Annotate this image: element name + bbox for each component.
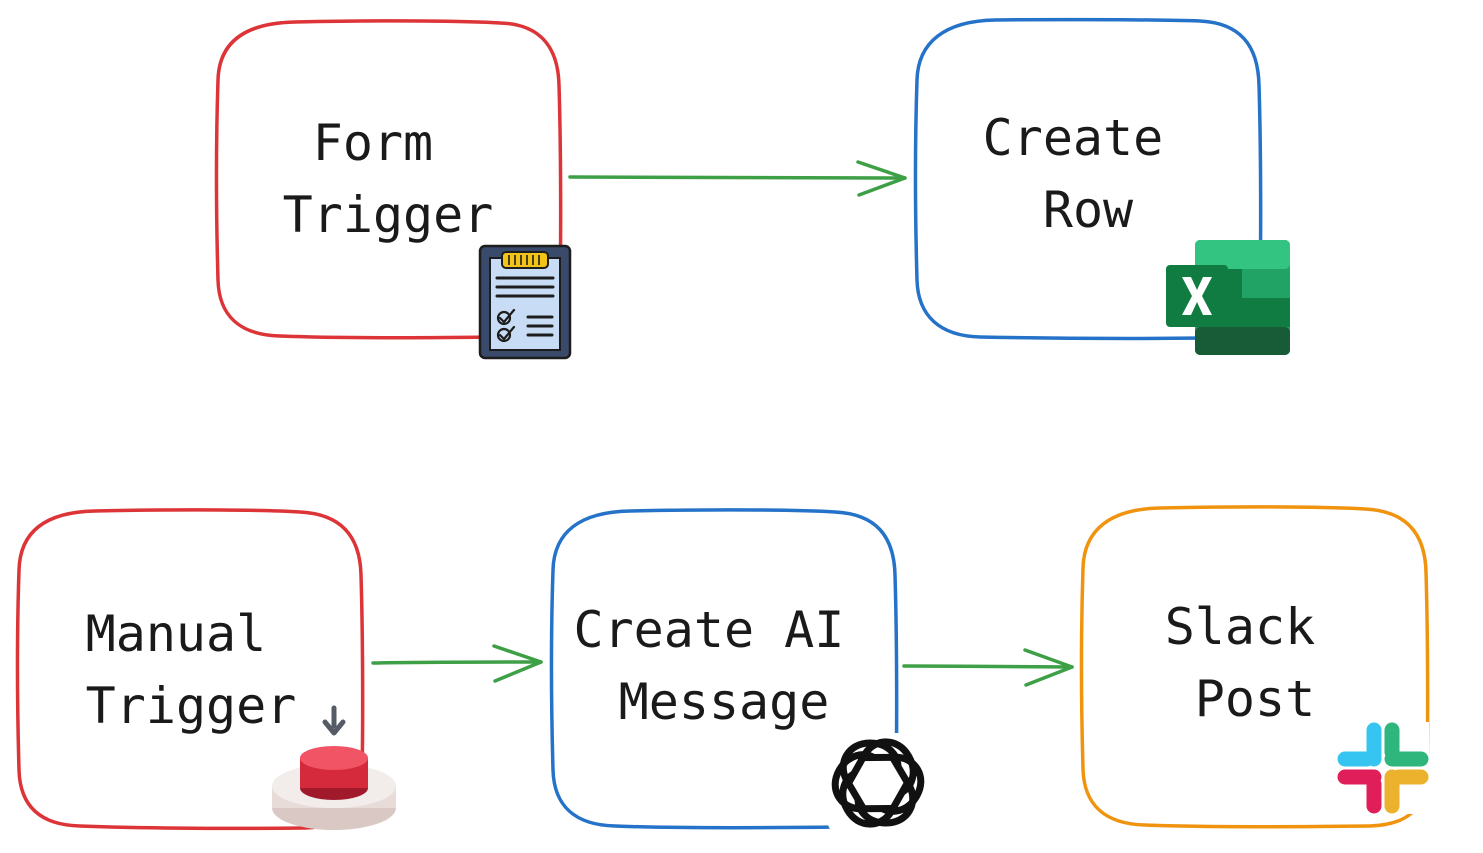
slack-icon [1337,722,1429,814]
node-label: Manual Trigger [86,605,297,735]
edge-manual-trigger-to-create-ai-message [371,644,543,683]
push-button-icon [272,705,396,830]
node-label-line: Manual [86,605,267,663]
edge-form-trigger-to-create-row [568,160,907,197]
node-create-ai-message[interactable]: Create AI Message [549,508,931,833]
node-label-line: Row [1043,181,1134,239]
node-label-line: Post [1195,670,1315,728]
node-label: Form Trigger [283,114,494,244]
node-label: Create Row [983,109,1194,239]
node-create-row[interactable]: Create Row [913,17,1291,355]
node-label: Slack Post [1165,598,1346,728]
node-label: Create AI Message [573,601,874,731]
clipboard-form-icon [478,244,572,360]
node-label-line: Slack [1165,598,1316,656]
node-slack-post[interactable]: Slack Post [1079,505,1430,829]
openai-icon [828,733,928,833]
node-border [15,508,365,831]
node-label-line: Message [619,673,830,731]
node-label-line: Trigger [86,677,297,735]
node-label-line: Create AI [573,601,844,659]
node-border [1079,505,1430,829]
node-label-line: Form [313,114,433,172]
node-label-line: Create [983,109,1164,167]
edge-create-ai-message-to-slack-post [902,648,1074,687]
node-label-line: Trigger [283,186,494,244]
node-form-trigger[interactable]: Form Trigger [214,19,572,360]
node-manual-trigger[interactable]: Manual Trigger [15,508,397,831]
excel-icon [1166,240,1290,355]
